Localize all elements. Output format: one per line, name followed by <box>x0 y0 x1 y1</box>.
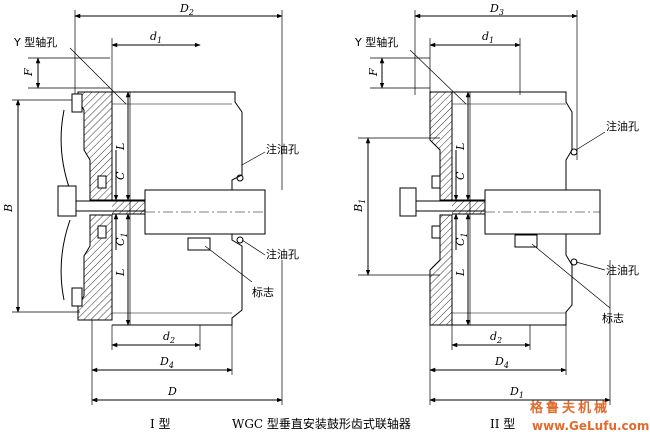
left-bolt-head <box>57 185 77 217</box>
right-label-oil-hole-1: 注油孔 <box>606 119 639 133</box>
left-upper-flange <box>77 91 113 201</box>
left-view <box>12 10 283 405</box>
left-label-C1: C1 <box>114 232 129 246</box>
right-label-C: C <box>454 171 467 180</box>
left-label-L-bottom: L <box>114 269 127 277</box>
left-lower-flange <box>77 214 113 321</box>
watermark-brand: 格鲁夫机械 <box>530 400 610 416</box>
caption-title: WGC 型垂直安装鼓形齿式联轴器 <box>232 416 411 431</box>
right-label-F: F <box>367 68 380 77</box>
figure-caption: I 型 WGC 型垂直安装鼓形齿式联轴器 II 型 <box>150 416 515 431</box>
left-label-D: D <box>167 385 177 398</box>
left-label-oil-hole-1: 注油孔 <box>266 142 299 156</box>
left-label-oil-hole-2: 注油孔 <box>266 247 299 261</box>
right-labels: D3 d1 Y 型轴孔 F B1 L C C1 L 注油孔 注油孔 标志 d2 … <box>352 2 639 400</box>
right-label-d1: d1 <box>482 30 494 45</box>
right-label-L-top: L <box>454 143 467 151</box>
right-label-L-bottom: L <box>454 269 467 277</box>
left-label-d1: d1 <box>150 30 162 45</box>
left-label-L-top: L <box>114 143 127 151</box>
left-label-D2: D2 <box>179 2 194 17</box>
left-mark-box <box>187 237 211 251</box>
left-label-F: F <box>22 68 35 77</box>
left-labels: D2 d1 Y 型轴孔 F B L C C1 L 注油孔 注油孔 标志 d2 D… <box>2 2 299 398</box>
left-label-C: C <box>114 171 127 180</box>
right-label-C1: C1 <box>454 232 469 246</box>
left-label-y-hole: Y 型轴孔 <box>13 35 57 49</box>
left-label-d2: d2 <box>163 330 175 345</box>
right-label-mark: 标志 <box>602 311 624 325</box>
right-label-D4: D4 <box>494 355 509 370</box>
right-label-B1: B1 <box>352 199 367 213</box>
left-label-B: B <box>2 204 15 213</box>
watermark: 格鲁夫机械 www.GeLufu.com <box>530 400 649 433</box>
left-label-D4: D4 <box>159 355 174 370</box>
right-view <box>358 10 611 405</box>
caption-type2: II 型 <box>490 417 515 431</box>
left-label-mark: 标志 <box>252 285 274 299</box>
right-label-D3: D3 <box>489 2 504 17</box>
right-label-D1: D1 <box>509 385 524 400</box>
right-mark-box <box>514 234 538 248</box>
right-bolt-head <box>399 187 417 217</box>
right-label-oil-hole-2: 注油孔 <box>606 263 639 277</box>
watermark-url: www.GeLufu.com <box>532 419 649 433</box>
right-label-y-hole: Y 型轴孔 <box>354 35 398 49</box>
caption-type1: I 型 <box>150 417 171 431</box>
right-label-d2: d2 <box>490 330 502 345</box>
